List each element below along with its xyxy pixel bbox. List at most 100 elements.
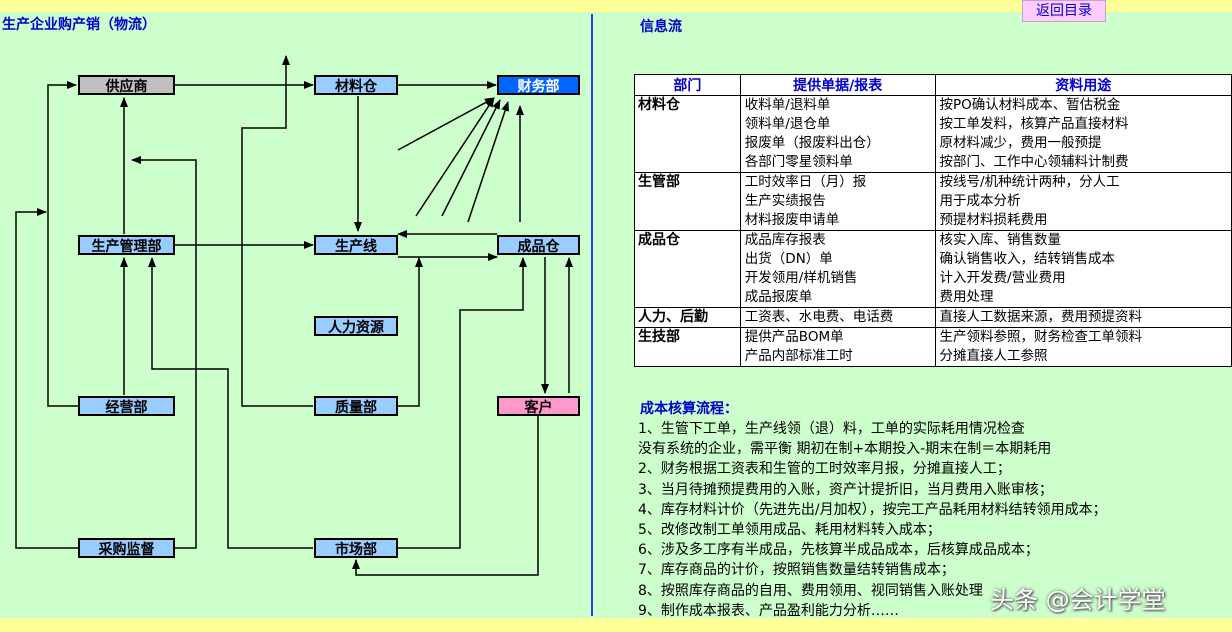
node-hr: 人力资源 bbox=[314, 316, 398, 336]
cell-usage: 按工单发料，核算产品直接材料 bbox=[934, 115, 1232, 134]
info-table-body: 材料仓收料单/退料单按PO确认材料成本、暂估税金领料单/退仓单按工单发料，核算产… bbox=[634, 95, 1232, 367]
cost-step-line: 3、当月待摊预提费用的入账，资产计提折旧，当月费用入账审核； bbox=[638, 481, 1053, 498]
table-row: 成品报废单费用处理 bbox=[634, 288, 1232, 308]
watermark: 头条 @会计学堂 bbox=[990, 586, 1166, 614]
cell-dept bbox=[634, 347, 741, 367]
col-header-docs: 提供单据/报表 bbox=[739, 74, 936, 96]
table-row: 生技部提供产品BOM单生产领料参照，财务检查工单领料 bbox=[634, 327, 1232, 347]
table-row: 各部门零星领料单按部门、工作中心领辅料计制费 bbox=[634, 153, 1232, 173]
node-production-mgmt: 生产管理部 bbox=[78, 235, 175, 255]
cost-flow-steps: 1、生管下工单，生产线领（退）料，工单的实际耗用情况检查没有系统的企业，需平衡 … bbox=[638, 419, 1232, 621]
arrow-customer-to-marketing bbox=[352, 408, 539, 576]
cell-document: 开发领用/样机销售 bbox=[739, 269, 936, 288]
table-row: 人力、后勤工资表、水电费、电话费直接人工数据来源，费用预提资料 bbox=[634, 307, 1232, 328]
cell-usage: 预提材料损耗费用 bbox=[934, 211, 1232, 231]
col-header-dept: 部门 bbox=[634, 74, 741, 96]
arrow-to-finance-5 bbox=[397, 97, 495, 151]
arrow-marketing-to-prodmgmt bbox=[148, 257, 313, 549]
cell-document: 成品报废单 bbox=[739, 288, 936, 308]
table-row: 产品内部标准工时分摊直接人工参照 bbox=[634, 347, 1232, 367]
cell-usage: 确认销售收入，结转销售成本 bbox=[934, 250, 1232, 269]
node-purchase-supervision: 采购监督 bbox=[78, 538, 175, 558]
arrow-purchase-to-prodmgmt bbox=[131, 156, 197, 549]
cell-usage: 用于成本分析 bbox=[934, 192, 1232, 211]
cost-step-line: 7、库存商品的计价，按照销售数量结转销售成本； bbox=[638, 562, 955, 579]
cell-document: 材料报废申请单 bbox=[739, 211, 936, 231]
cell-dept bbox=[634, 115, 741, 134]
cell-usage: 计入开发费/营业费用 bbox=[934, 269, 1232, 288]
node-finance: 财务部 bbox=[497, 75, 580, 95]
cell-dept: 生技部 bbox=[634, 327, 741, 347]
return-to-index-button[interactable]: 返回目录 bbox=[1022, 0, 1106, 22]
table-row: 开发领用/样机销售计入开发费/营业费用 bbox=[634, 269, 1232, 288]
cell-dept bbox=[634, 134, 741, 153]
cell-document: 各部门零星领料单 bbox=[739, 153, 936, 173]
arrow-to-finance-1 bbox=[415, 97, 495, 217]
arrow-operations-to-supplier bbox=[47, 81, 78, 407]
cell-dept bbox=[634, 269, 741, 288]
table-row: 材料报废申请单预提材料损耗费用 bbox=[634, 211, 1232, 231]
cell-document: 出货（DN）单 bbox=[739, 250, 936, 269]
cell-document: 工资表、水电费、电话费 bbox=[739, 307, 936, 328]
section-divider bbox=[591, 14, 593, 616]
node-operations: 经营部 bbox=[78, 396, 175, 416]
cost-flow-title: 成本核算流程： bbox=[640, 401, 738, 417]
cell-document: 提供产品BOM单 bbox=[739, 327, 936, 347]
node-supplier: 供应商 bbox=[78, 75, 175, 95]
table-row: 材料仓收料单/退料单按PO确认材料成本、暂估税金 bbox=[634, 95, 1232, 115]
node-material-warehouse: 材料仓 bbox=[314, 75, 398, 95]
cell-dept bbox=[634, 288, 741, 308]
cell-document: 报废单（报废料出仓） bbox=[739, 134, 936, 153]
cell-dept: 生管部 bbox=[634, 172, 741, 192]
cell-document: 成品库存报表 bbox=[739, 230, 936, 250]
cell-usage: 生产领料参照，财务检查工单领料 bbox=[934, 327, 1232, 347]
cell-document: 工时效率日（月）报 bbox=[739, 172, 936, 192]
arrow-to-finance-2 bbox=[441, 99, 501, 217]
cost-step-line: 没有系统的企业，需平衡 期初在制+本期投入-期末在制＝本期耗用 bbox=[638, 441, 1052, 458]
logistics-title: 生产企业购产销（物流） bbox=[2, 17, 156, 33]
node-marketing: 市场部 bbox=[314, 538, 398, 558]
cell-usage: 按线号/机种统计两种，分人工 bbox=[934, 172, 1232, 192]
cell-document: 领料单/退仓单 bbox=[739, 115, 936, 134]
arrow-purchase-loop bbox=[15, 208, 78, 549]
arrow-to-finance-3 bbox=[467, 101, 509, 223]
cell-dept bbox=[634, 192, 741, 211]
top-bar bbox=[0, 0, 1232, 12]
cost-step-line: 2、财务根据工资表和生管的工时效率月报，分摊直接人工； bbox=[638, 461, 1011, 478]
info-flow-title: 信息流 bbox=[640, 19, 682, 35]
cell-usage: 按部门、工作中心领辅料计制费 bbox=[934, 153, 1232, 173]
col-header-usage: 资料用途 bbox=[934, 74, 1232, 96]
table-row: 领料单/退仓单按工单发料，核算产品直接材料 bbox=[634, 115, 1232, 134]
node-finished-warehouse: 成品仓 bbox=[497, 235, 580, 255]
cost-step-line: 1、生管下工单，生产线领（退）料，工单的实际耗用情况检查 bbox=[638, 421, 1025, 437]
cell-usage: 核实入库、销售数量 bbox=[934, 230, 1232, 250]
cell-document: 收料单/退料单 bbox=[739, 95, 936, 115]
cell-usage: 费用处理 bbox=[934, 288, 1232, 308]
cell-usage: 分摊直接人工参照 bbox=[934, 347, 1232, 367]
cost-step-line: 4、库存材料计价（先进先出/月加权），按完工产品耗用材料结转领用成本； bbox=[638, 501, 1107, 518]
arrow-quality-to-material bbox=[241, 55, 313, 407]
arrow-marketing-to-finished bbox=[398, 257, 527, 549]
cell-dept bbox=[634, 153, 741, 173]
node-customer: 客户 bbox=[497, 396, 580, 416]
cost-step-line: 9、制作成本报表、产品盈利能力分析…… bbox=[638, 602, 899, 619]
cell-dept: 人力、后勤 bbox=[634, 307, 741, 328]
bottom-bar bbox=[0, 618, 1232, 632]
cost-step-line: 8、按照库存商品的自用、费用领用、视同销售入账处理 bbox=[638, 582, 983, 599]
node-quality: 质量部 bbox=[314, 396, 398, 416]
cell-document: 产品内部标准工时 bbox=[739, 347, 936, 367]
cell-dept bbox=[634, 211, 741, 231]
info-flow-table: 部门 提供单据/报表 资料用途 材料仓收料单/退料单按PO确认材料成本、暂估税金… bbox=[634, 74, 1232, 367]
table-row: 生产实绩报告用于成本分析 bbox=[634, 192, 1232, 211]
cost-step-line: 5、改修改制工单领用成品、耗用材料转入成本； bbox=[638, 521, 941, 538]
cell-dept: 成品仓 bbox=[634, 230, 741, 250]
cell-usage: 按PO确认材料成本、暂估税金 bbox=[934, 95, 1232, 115]
cell-dept: 材料仓 bbox=[634, 95, 741, 115]
table-row: 出货（DN）单确认销售收入，结转销售成本 bbox=[634, 250, 1232, 269]
arrow-quality-to-line bbox=[398, 257, 423, 407]
table-row: 生管部工时效率日（月）报按线号/机种统计两种，分人工 bbox=[634, 172, 1232, 192]
flow-arrows bbox=[15, 55, 573, 576]
table-row: 成品仓成品库存报表核实入库、销售数量 bbox=[634, 230, 1232, 250]
cost-step-line: 6、涉及多工序有半成品，先核算半成品成本，后核算成品成本； bbox=[638, 542, 1039, 559]
node-production-line: 生产线 bbox=[314, 235, 398, 255]
